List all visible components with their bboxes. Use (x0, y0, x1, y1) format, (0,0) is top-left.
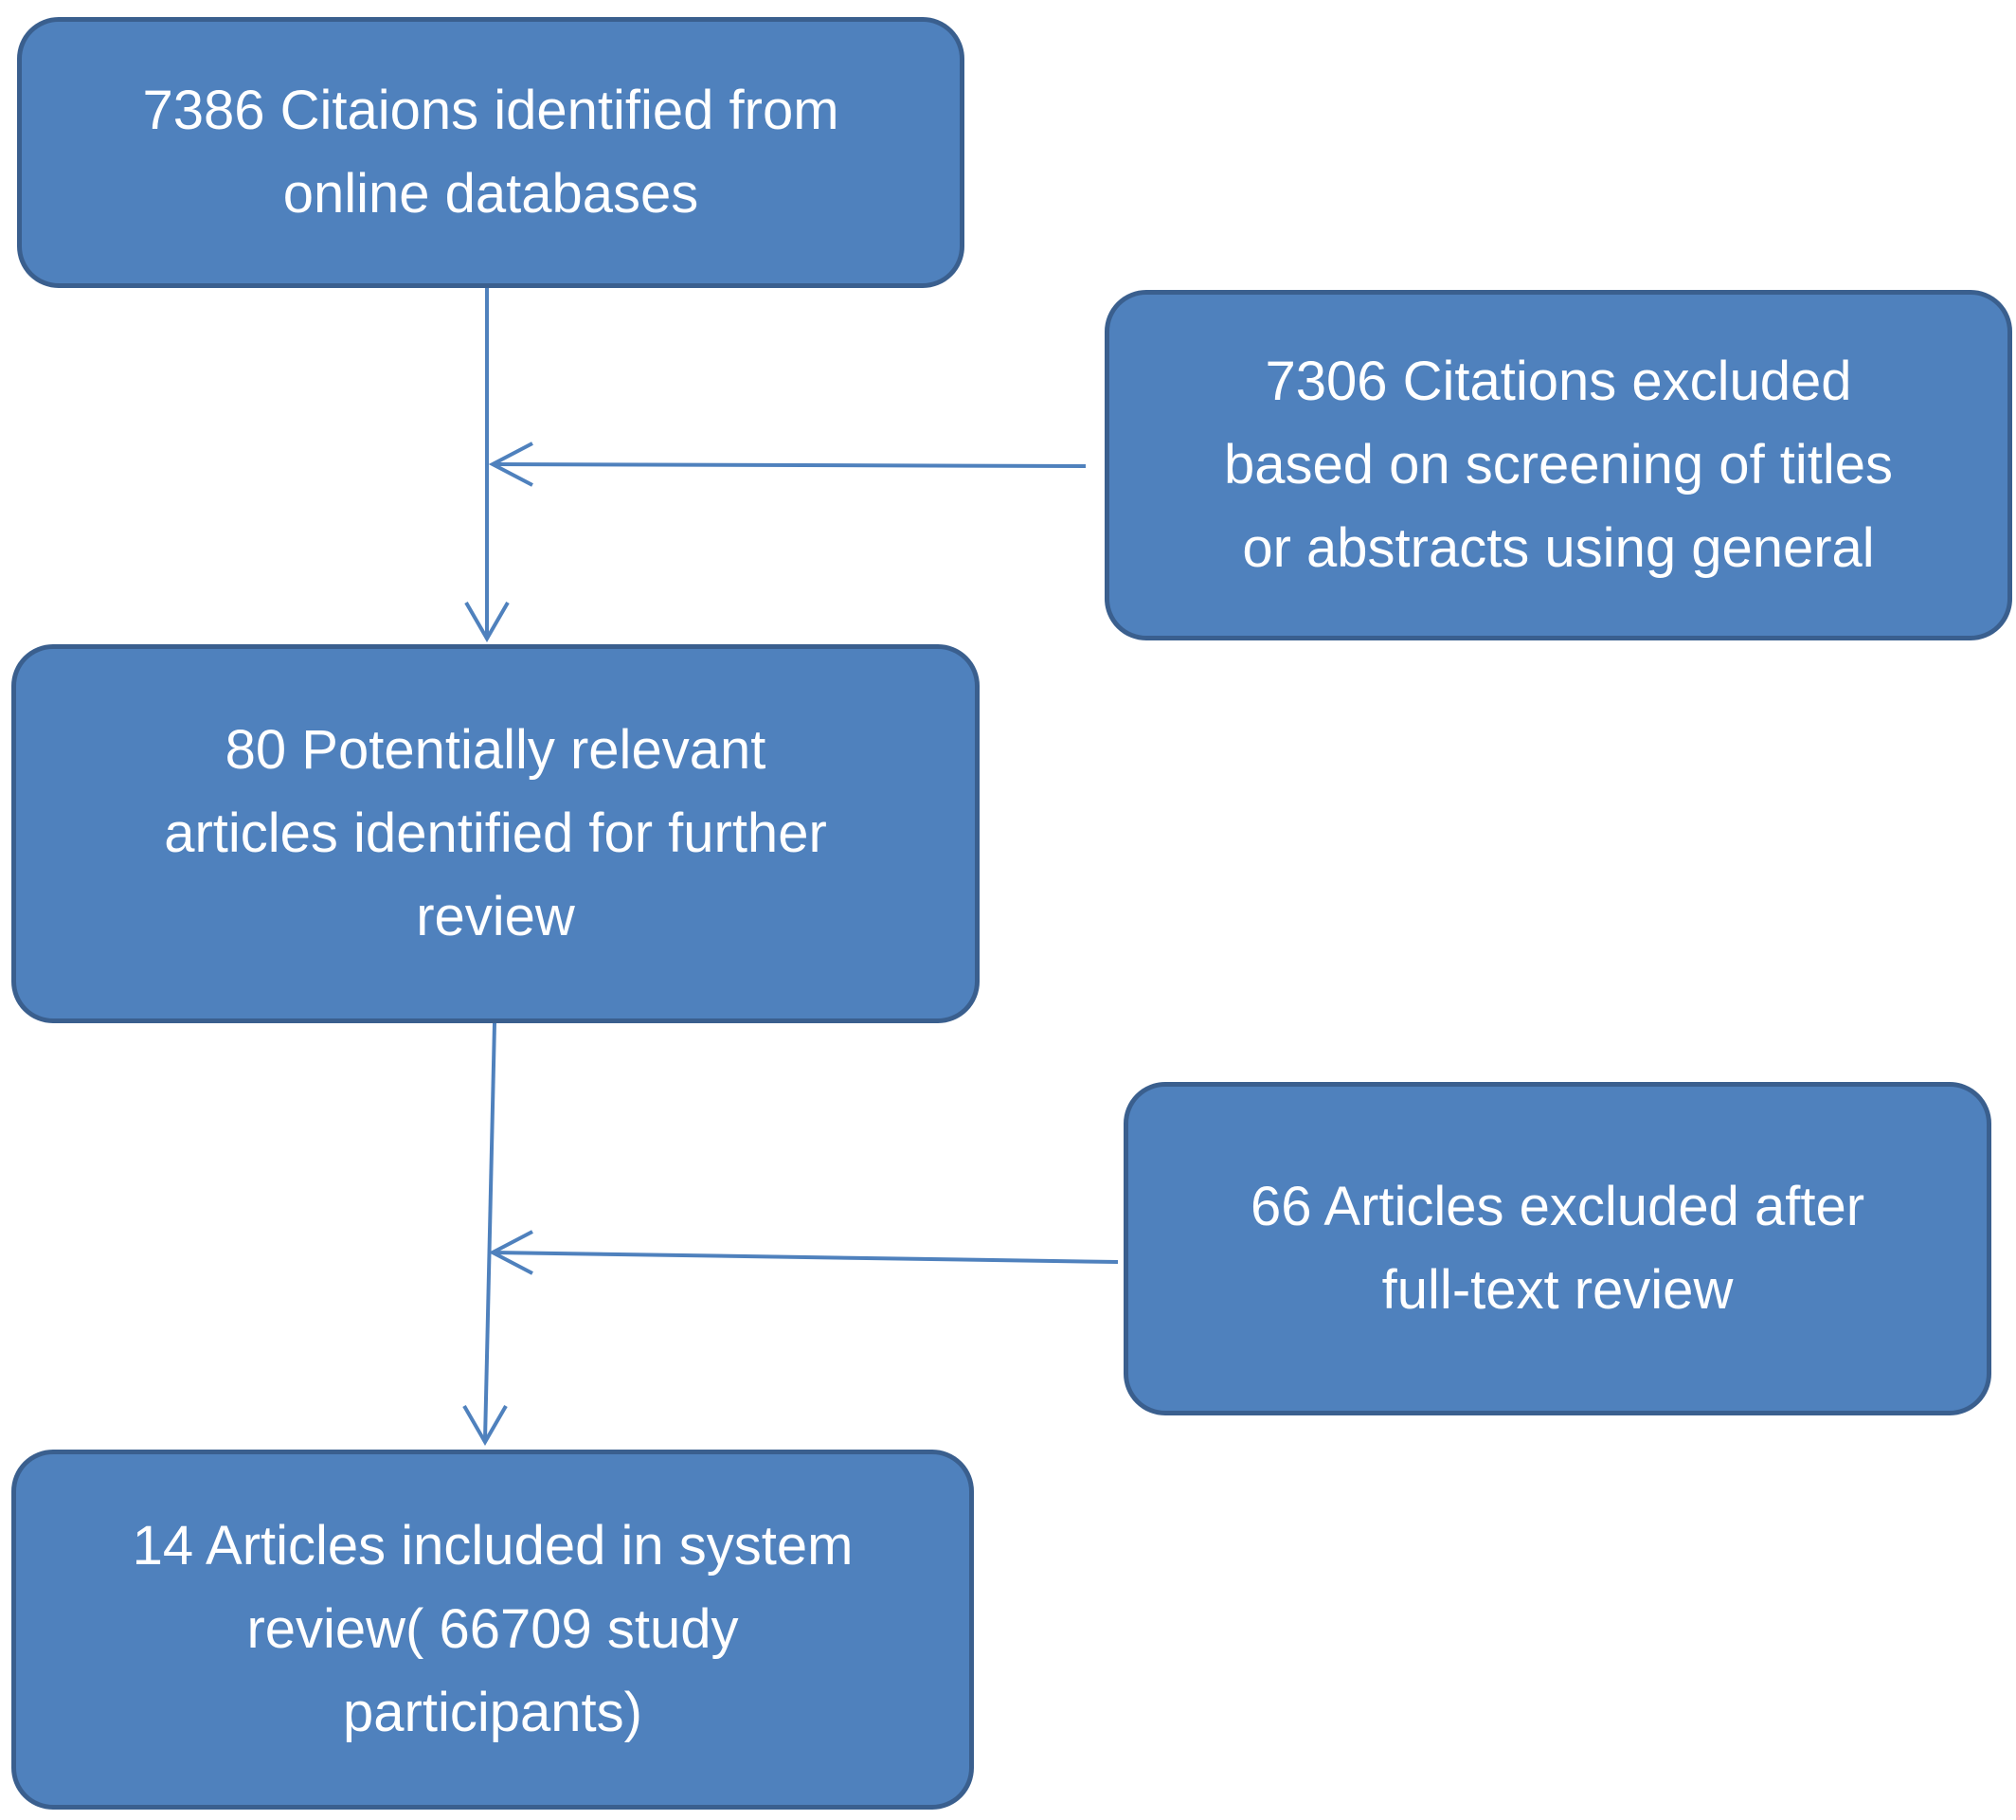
articles-included-box: 14 Articles included in system review( 6… (11, 1450, 974, 1810)
arrowhead-excluded-screening (488, 441, 533, 487)
citations-identified-box: 7386 Citaions identified from online dat… (17, 17, 964, 288)
citations-excluded-box: 7306 Citations excluded based on screeni… (1105, 290, 2012, 640)
articles-excluded-box: 66 Articles excluded after full-text rev… (1124, 1082, 1991, 1415)
connector-excluded-fulltext (492, 1251, 1119, 1264)
potentially-relevant-box: 80 Potentially relevant articles identif… (11, 644, 980, 1023)
connector-middle-to-bottom (483, 1022, 496, 1441)
arrowhead-middle (464, 601, 510, 642)
connector-excluded-screening (492, 462, 1087, 468)
arrowhead-excluded-fulltext (488, 1230, 533, 1275)
arrowhead-bottom (462, 1404, 508, 1446)
